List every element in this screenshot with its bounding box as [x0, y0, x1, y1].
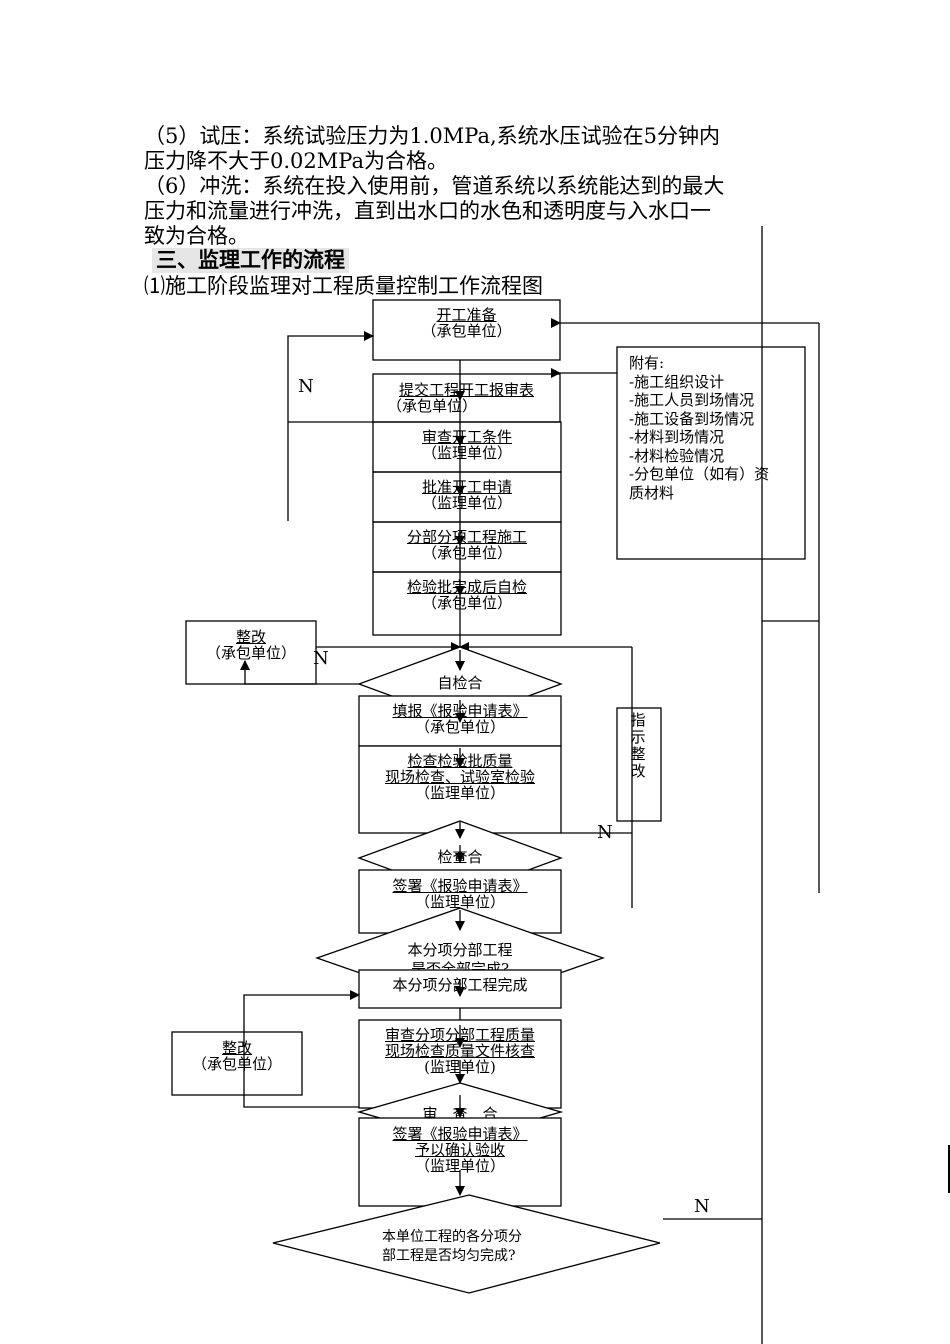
- step-title: 现场检查质量文件核查: [384, 1042, 535, 1060]
- self-check-n-arrow: [240, 660, 359, 685]
- section-heading: 三、监理工作的流程: [152, 248, 349, 273]
- n-loop-arrow: [287, 331, 374, 521]
- step-title: 现场检查、试验室检验: [384, 768, 535, 786]
- step-title: 开工准备: [436, 306, 497, 324]
- note-item: -分包单位（如有）资: [629, 465, 770, 483]
- step-label: 签署《报验申请表》 予以确认验收 （监理单位）: [359, 1126, 561, 1174]
- step-title: 填报《报验申请表》: [392, 702, 528, 720]
- decision-label: 检查合: [437, 848, 483, 866]
- step-unit: （监理单位）: [421, 494, 512, 512]
- step-box-start: [372, 299, 561, 361]
- note-item: -施工组织设计: [629, 372, 725, 391]
- no-label: N: [313, 648, 329, 669]
- decision-text: 部工程是否均匀完成?: [382, 1248, 516, 1264]
- step-unit: （监理单位）: [414, 1157, 505, 1175]
- rectify-box-2: [171, 1031, 303, 1096]
- step-box-self-check: [372, 571, 562, 636]
- decision-final-label: 本单位工程的各分项分 部工程是否均匀完成?: [360, 1228, 602, 1266]
- step-label: 开工准备 （承包单位）: [373, 307, 560, 339]
- step-label: 本分项分部工程完成: [392, 976, 528, 994]
- step-unit: (监理单位): [424, 1058, 496, 1076]
- instruct-rectify-char: 示: [630, 728, 646, 746]
- instruct-rectify-char: 改: [630, 762, 646, 780]
- step-unit: （承包单位）: [387, 397, 478, 415]
- note-item: -施工设备到场情况: [629, 409, 755, 428]
- paragraph-line: 致为合格。: [144, 224, 249, 248]
- step-unit: （承包单位）: [421, 322, 512, 340]
- step-unit: （监理单位）: [414, 784, 505, 802]
- rectify-label: 整改 （承包单位）: [186, 629, 316, 661]
- step-unit: （监理单位）: [421, 444, 512, 462]
- step-title: 分部分项工程施工: [406, 528, 527, 546]
- note-item: -材料检验情况: [629, 446, 725, 465]
- step-label: 填报《报验申请表》 （承包单位）: [359, 703, 561, 735]
- note-header: 附有:: [629, 354, 665, 372]
- step-title: 签署《报验申请表》: [392, 877, 528, 895]
- decision-text: 本单位工程的各分项分: [382, 1229, 522, 1245]
- figure-title: ⑴施工阶段监理对工程质量控制工作流程图: [144, 274, 543, 298]
- no-label: N: [694, 1196, 710, 1217]
- no-label: N: [298, 376, 314, 397]
- step-label: 批准开工申请 （监理单位）: [373, 479, 561, 511]
- step-label: 签署《报验申请表》 （监理单位）: [359, 878, 561, 910]
- step-title: 签署《报验申请表》: [392, 1125, 528, 1143]
- step-unit: （承包单位）: [421, 544, 512, 562]
- decision-label: 审 查 合: [422, 1106, 498, 1118]
- review-n-arrow: [243, 990, 360, 1108]
- paragraph-line: （5）试压：系统试验压力为1.0MPa,系统水压试验在5分钟内: [144, 124, 721, 148]
- paragraph-line: （6）冲洗：系统在投入使用前，管道系统以系统能达到的最大: [144, 174, 725, 198]
- step-label: 审查开工条件 （监理单位）: [373, 429, 561, 461]
- decision-final: [272, 1194, 661, 1294]
- step-title: 审查开工条件: [421, 428, 512, 446]
- rectify-unit: （承包单位）: [205, 644, 296, 662]
- step-label: 检查检验批质量 现场检查、试验室检验 （监理单位）: [359, 753, 561, 801]
- step-title: 予以确认验收: [414, 1141, 505, 1159]
- rectify-title: 整改: [221, 1039, 252, 1057]
- step-label: 分部分项工程施工 （承包单位）: [373, 529, 561, 561]
- decision-label: 自检合: [437, 674, 483, 692]
- instruct-rectify-char: 指: [630, 711, 646, 729]
- step-unit: （承包单位）: [414, 718, 505, 736]
- paragraph-line: 压力降不大于0.02MPa为合格。: [144, 149, 448, 173]
- instruct-rectify-char: 整: [630, 745, 646, 763]
- rectify-unit: （承包单位）: [191, 1055, 282, 1073]
- decision-label: 本分项分部工程: [407, 941, 513, 959]
- instruct-rectify-label: 指示整改: [629, 712, 647, 780]
- attachment-note: 附有: -施工组织设计 -施工人员到场情况 -施工设备到场情况 -材料到场情况 …: [629, 354, 769, 502]
- rectify-label: 整改 （承包单位）: [172, 1040, 302, 1072]
- step-title: 检查检验批质量: [407, 752, 513, 770]
- decision-label: 是否全部完成?: [410, 961, 510, 970]
- step-unit: （监理单位）: [414, 893, 505, 911]
- step-unit: （承包单位）: [421, 594, 512, 612]
- step-title: 审查分项分部工程质量: [384, 1026, 535, 1044]
- step-label: 提交工程开工报审表 （承包单位）: [373, 382, 560, 414]
- note-item: -施工人员到场情况: [629, 391, 755, 409]
- step-title: 批准开工申请: [421, 478, 512, 496]
- rectify-title: 整改: [235, 628, 266, 646]
- no-label: N: [597, 822, 613, 843]
- paragraph-line: 压力和流量进行冲洗，直到出水口的水色和透明度与入水口一: [144, 199, 711, 223]
- step-label: 审查分项分部工程质量 现场检查质量文件核查 (监理单位): [359, 1027, 561, 1075]
- note-item: 质材料: [629, 483, 675, 502]
- step-title: 提交工程开工报审表: [398, 381, 534, 399]
- step-label: 检验批完成后自检 （承包单位）: [373, 579, 561, 611]
- instruct-rectify-box: [616, 707, 662, 822]
- note-item: -材料到场情况: [629, 428, 725, 446]
- step-title: 检验批完成后自检: [406, 578, 527, 596]
- attachment-note-box: [616, 346, 806, 560]
